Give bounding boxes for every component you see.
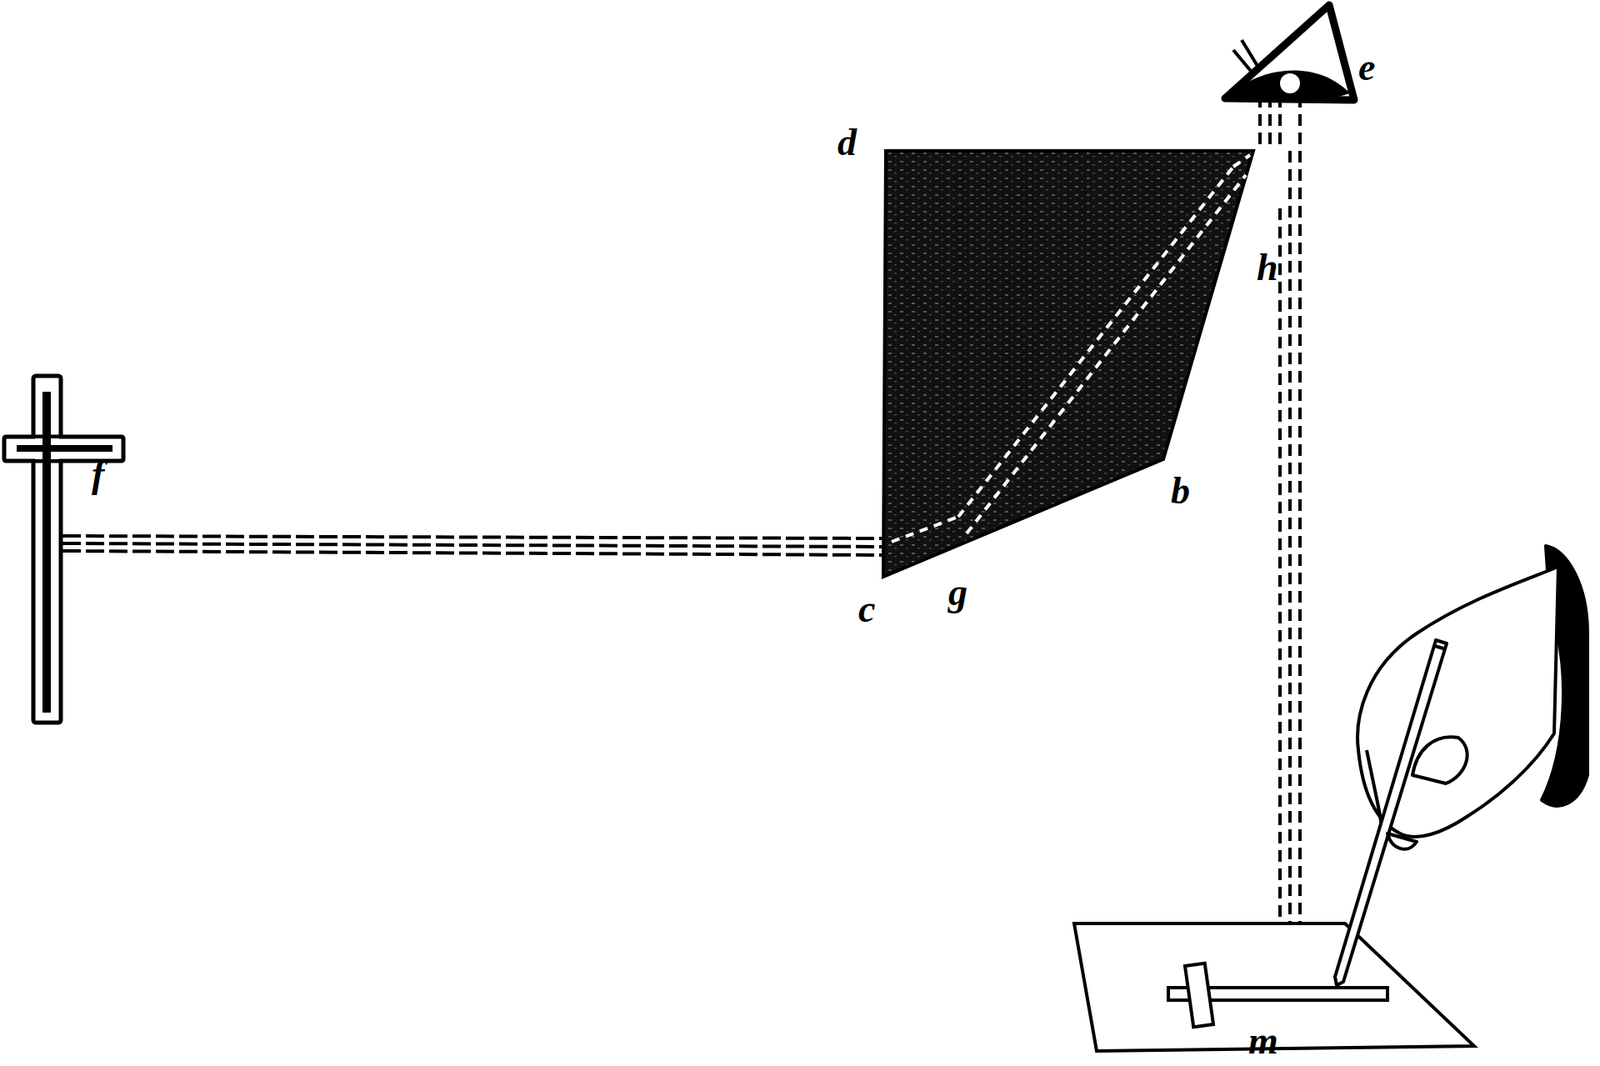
light-rays — [1260, 95, 1300, 988]
part-letter: e — [1358, 48, 1375, 87]
part-letter: h — [1256, 248, 1279, 287]
hand-with-pencil — [1335, 545, 1588, 985]
part-letter: d — [837, 123, 857, 162]
internal-rays — [891, 155, 1250, 542]
part-letter: c — [858, 590, 875, 629]
light-rays — [62, 535, 885, 555]
part-letter: b — [1170, 471, 1190, 510]
part-letter: m — [1248, 1021, 1279, 1060]
object-cross — [4, 375, 124, 723]
part-letter: f — [91, 455, 105, 494]
part-letter: g — [948, 573, 968, 612]
traced-cross — [1168, 963, 1388, 1028]
eye — [1225, 5, 1355, 102]
prism — [883, 150, 1254, 577]
